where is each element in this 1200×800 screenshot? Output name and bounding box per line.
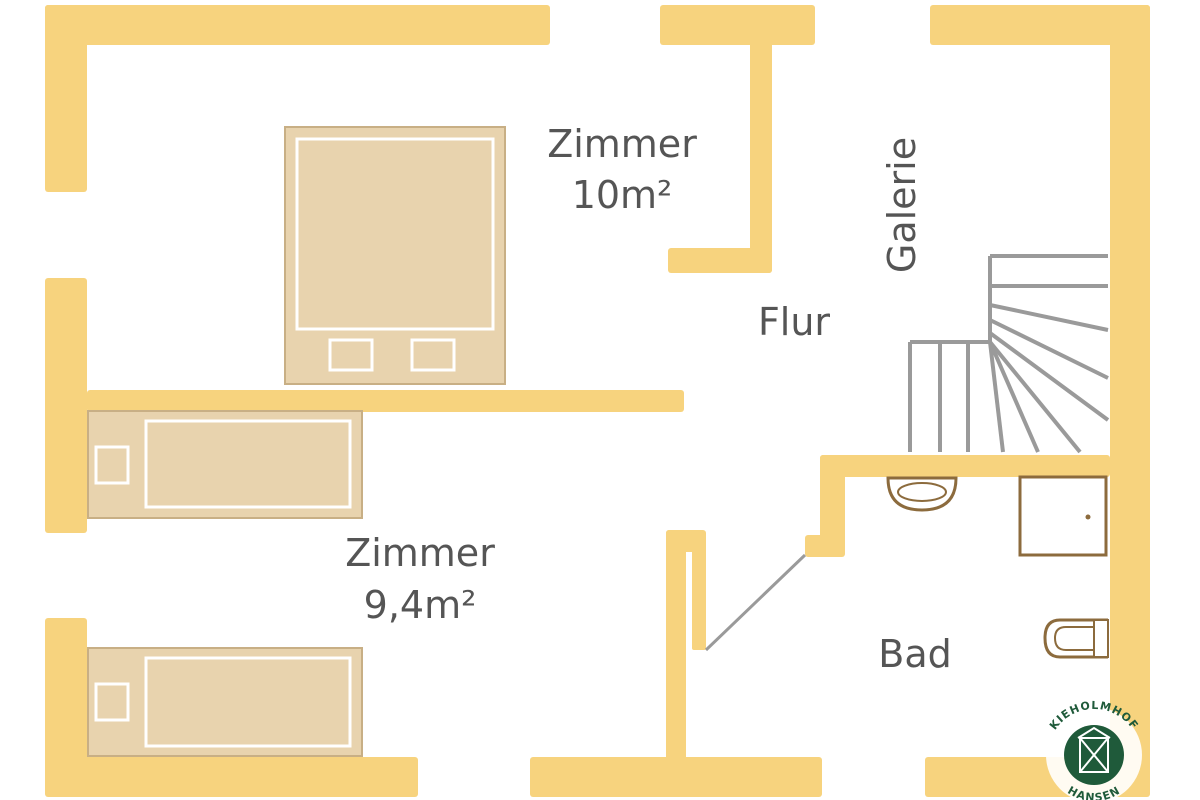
wall-top-middle bbox=[660, 5, 815, 45]
label-zimmer-bottom-area: 9,4m² bbox=[364, 583, 477, 627]
pillow bbox=[94, 445, 130, 485]
label-galerie: Galerie bbox=[880, 137, 924, 273]
shower-icon bbox=[1018, 475, 1108, 557]
wall-bad-left bbox=[666, 530, 686, 770]
double-bed bbox=[284, 126, 506, 385]
wall-bottom-middle bbox=[530, 757, 822, 797]
wall-bad-step bbox=[820, 455, 845, 555]
room-labels: Zimmer 10m² Flur Galerie Zimmer 9,4m² Ba… bbox=[345, 122, 952, 676]
wall-left-upper bbox=[45, 5, 87, 192]
pillow bbox=[94, 682, 130, 722]
wall-bad-step-foot bbox=[805, 535, 845, 557]
wall-bad-door-jamb bbox=[692, 540, 706, 650]
single-bed-upper bbox=[87, 410, 363, 519]
wall-right bbox=[1110, 5, 1150, 796]
label-flur: Flur bbox=[758, 300, 830, 344]
label-zimmer-top: Zimmer bbox=[547, 122, 697, 166]
wall-zimmer-right bbox=[750, 5, 772, 273]
pillow bbox=[328, 338, 374, 372]
toilet-icon bbox=[1043, 618, 1109, 659]
wall-left-middle bbox=[45, 278, 87, 533]
label-zimmer-bottom: Zimmer bbox=[345, 531, 495, 575]
pillow bbox=[410, 338, 456, 372]
wall-room-divider bbox=[87, 390, 684, 412]
wall-bottom-left bbox=[45, 757, 418, 797]
wall-top-left bbox=[45, 5, 550, 45]
kieholmhof-logo: KIEHOLMHOF HANSEN bbox=[1046, 699, 1142, 800]
single-bed-lower bbox=[87, 647, 363, 757]
bad-door bbox=[704, 553, 807, 652]
label-zimmer-top-area: 10m² bbox=[572, 173, 673, 217]
sink-icon bbox=[886, 476, 958, 512]
walls bbox=[45, 5, 1150, 797]
wall-top-right bbox=[930, 5, 1150, 45]
bathroom-fixtures bbox=[886, 475, 1109, 659]
furniture bbox=[87, 126, 506, 757]
staircase bbox=[908, 254, 1110, 454]
label-bad: Bad bbox=[878, 632, 951, 676]
wall-left-lower bbox=[45, 618, 87, 796]
logo-emblem-icon bbox=[1077, 726, 1111, 773]
wall-bad-top bbox=[820, 455, 1110, 477]
wall-zimmer-stub bbox=[668, 248, 772, 273]
